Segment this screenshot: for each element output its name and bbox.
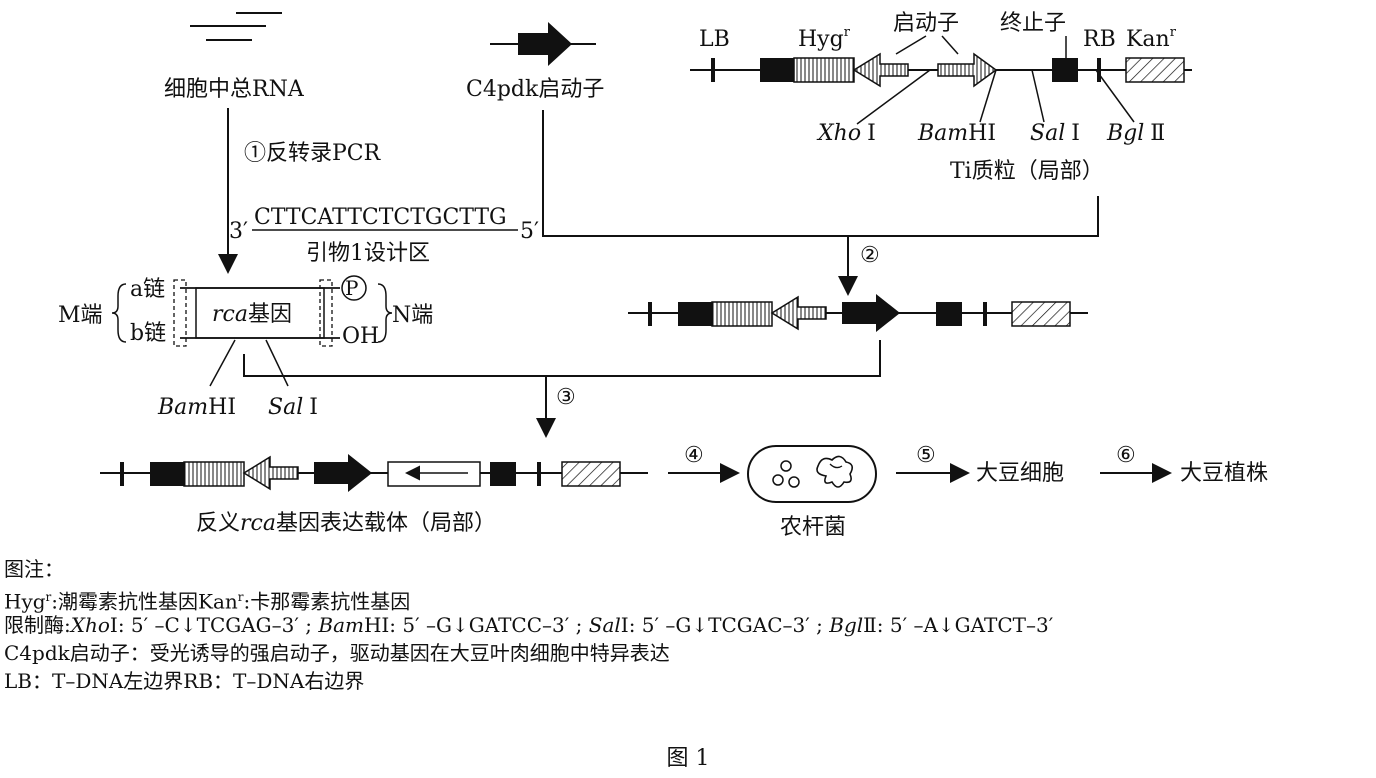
soybean-cell-label: 大豆细胞 <box>976 461 1064 486</box>
phosphate-circle <box>341 275 367 301</box>
legend-rb-note: RB：T–DNA右边界 <box>183 669 365 693</box>
rca-gene-dsdna <box>173 275 367 347</box>
agrobacterium-label: 农杆菌 <box>780 515 846 540</box>
b-chain-label: b链 <box>130 321 166 346</box>
hyg-label: Hygr <box>798 25 851 52</box>
promoter2-arrow-icon <box>937 52 998 88</box>
legend-title: 图注： <box>4 557 64 581</box>
agrobacterium-icon <box>747 445 877 503</box>
legend-hyg-sup: r <box>45 590 52 604</box>
legend-bam-site: HⅠ: 5′ –G↓GATCC–3′ ; <box>363 613 583 637</box>
m-end-label: M端 <box>58 303 103 328</box>
legend-bgl: Bgl <box>829 613 864 637</box>
primer-5prime: 5′ <box>520 219 539 244</box>
right-brace <box>377 283 393 343</box>
legend-c4pdk-note: C4pdk启动子：受光诱导的强启动子，驱动基因在大豆叶肉细胞中特异表达 <box>4 641 670 665</box>
ti-plasmid-label: Ti质粒（局部） <box>950 159 1104 184</box>
kan-label: Kanr <box>1126 25 1177 52</box>
antisense-rca-box <box>387 461 481 487</box>
oh-label: OH <box>342 324 379 349</box>
primer-sequence: CTTCATTCTCTGCTTG <box>254 205 507 230</box>
c4pdk-inserted-icon <box>842 294 900 332</box>
step3-label: ③ <box>556 385 576 410</box>
hyg-dark-segment <box>760 58 794 82</box>
legend-hyg-name: Hyg <box>4 589 46 614</box>
legend-sal: Sal <box>588 613 621 637</box>
gene-enzyme-pointers <box>209 339 289 387</box>
legend-hyg-desc: :潮霉素抗性基因 <box>51 589 199 614</box>
soybean-plant-label: 大豆植株 <box>1180 461 1268 486</box>
n-end-dashed-box <box>319 279 333 347</box>
antisense-vector <box>100 454 648 492</box>
legend-kan-name: Kan <box>198 589 238 614</box>
antisense-vector-label: 反义rca基因表达载体（局部） <box>196 511 496 536</box>
step2-label: ② <box>860 243 880 268</box>
m-end-dashed-box <box>173 279 187 347</box>
legend-sal-site: Ⅰ: 5′ –G↓TCGAC–3′ ; <box>620 613 823 637</box>
n-end-label: N端 <box>392 303 433 328</box>
figure-caption: 图 1 <box>666 746 710 771</box>
ti-plasmid-map <box>690 52 1192 88</box>
c4pdk-label: C4pdk启动子 <box>466 77 604 102</box>
primer-3prime: 3′ <box>229 219 248 244</box>
terminator-box <box>1052 58 1078 82</box>
promoter1-arrow-icon <box>852 52 909 88</box>
legend-xho-site: Ⅰ: 5′ –C↓TCGAG–3′ ; <box>109 613 313 637</box>
primer-area-label: 引物1设计区 <box>306 241 430 266</box>
legend-lb-note: LB：T–DNA左边界 <box>4 669 184 693</box>
lb-border-mark <box>711 58 715 82</box>
a-chain-label: a链 <box>130 277 165 302</box>
step5-label: ⑤ <box>916 443 936 468</box>
gene-bam-label: BamHⅠ <box>157 395 236 420</box>
step4-label: ④ <box>684 443 704 468</box>
step1-label: ①反转录PCR <box>244 141 382 166</box>
step6-label: ⑥ <box>1116 443 1136 468</box>
kan-gene-box <box>1125 57 1185 83</box>
c4pdk-promoter-icon <box>490 22 596 66</box>
legend-bgl-site: Ⅱ: 5′ –A↓GATCT–3′ <box>863 613 1054 637</box>
promoter-label: 启动子 <box>893 11 959 36</box>
legend-enzymes: 限制酶:XhoⅠ: 5′ –C↓TCGAG–3′ ; BamHⅠ: 5′ –G↓… <box>4 612 1053 638</box>
intermediate-vector <box>628 294 1088 332</box>
promoter-pointers <box>895 35 959 55</box>
legend-borders: LB：T–DNA左边界RB：T–DNA右边界 <box>4 668 364 694</box>
step2-connectors <box>542 110 1099 237</box>
legend-kan-desc: :卡那霉素抗性基因 <box>243 589 411 614</box>
phosphate-label: P <box>345 276 358 300</box>
hyg-gene-box <box>793 57 855 83</box>
legend-bam: Bam <box>318 613 364 637</box>
rb-border-mark <box>1097 58 1101 82</box>
rna-strands-icon <box>190 12 282 41</box>
legend-resistance-genes: Hygr:潮霉素抗性基因Kanr:卡那霉素抗性基因 <box>4 584 410 615</box>
bam-site-label: BamHⅠ <box>917 121 996 146</box>
rca-gene-label: rca基因 <box>212 302 292 327</box>
rb-label: RB <box>1083 27 1116 52</box>
enzyme-site-pointers <box>856 69 1135 125</box>
lb-label: LB <box>699 27 730 52</box>
rna-label: 细胞中总RNA <box>164 77 305 102</box>
legend-enzyme-prefix: 限制酶: <box>4 613 71 637</box>
legend-xho: Xho <box>70 613 110 637</box>
step3-connectors <box>243 340 881 377</box>
legend-kan-sup: r <box>237 590 244 604</box>
terminator-label: 终止子 <box>1000 11 1066 36</box>
left-brace <box>111 283 127 343</box>
